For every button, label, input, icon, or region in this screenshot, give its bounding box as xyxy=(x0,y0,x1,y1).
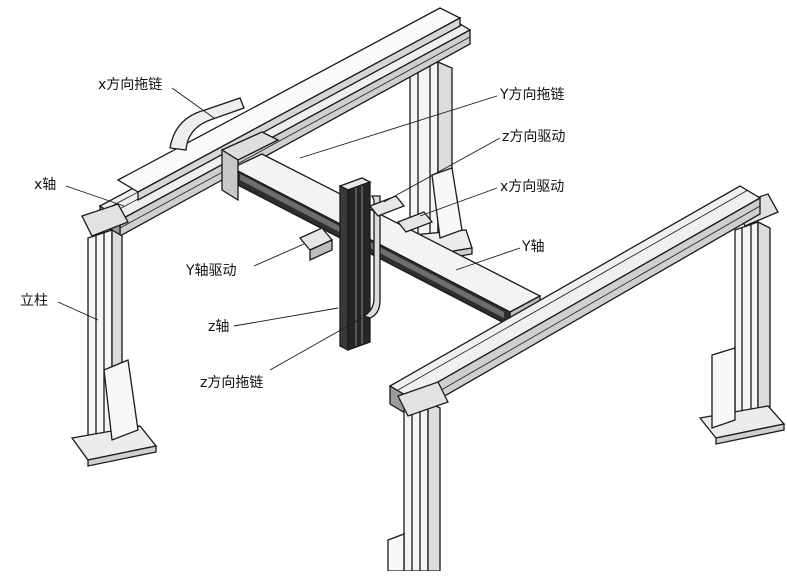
label-column: 立柱 xyxy=(20,293,48,309)
leader-z-drive xyxy=(383,137,501,203)
leader-z-axis xyxy=(233,307,339,327)
left-column xyxy=(70,203,158,467)
leader-x-axis xyxy=(65,185,125,207)
leader-column xyxy=(57,301,99,321)
label-x-axis: x轴 xyxy=(34,177,57,193)
back-left-column xyxy=(401,61,473,265)
x-axis-beam xyxy=(98,7,472,238)
label-z-axis: z轴 xyxy=(208,319,230,335)
label-y-drag-chain: Y方向拖链 xyxy=(500,87,565,103)
z-axis-column xyxy=(298,177,434,352)
leader-lines xyxy=(57,87,521,371)
label-z-drive: z方向驱动 xyxy=(502,129,566,145)
leader-y-axis xyxy=(455,247,521,271)
leader-y-drag-chain xyxy=(299,95,498,159)
label-y-axis: Y轴 xyxy=(522,239,545,255)
leader-x-drive xyxy=(419,187,498,217)
leader-y-axis-drive xyxy=(253,243,305,267)
leader-z-drag-chain xyxy=(269,317,363,371)
front-column xyxy=(387,381,449,572)
label-z-drag-chain: z方向拖链 xyxy=(200,375,264,391)
label-x-drive: x方向驱动 xyxy=(500,179,565,195)
label-x-drag-chain: x方向拖链 xyxy=(98,77,163,93)
y-axis-beam xyxy=(220,131,542,328)
leader-x-drag-chain xyxy=(171,87,215,119)
label-y-axis-drive: Y轴驱动 xyxy=(186,263,237,279)
